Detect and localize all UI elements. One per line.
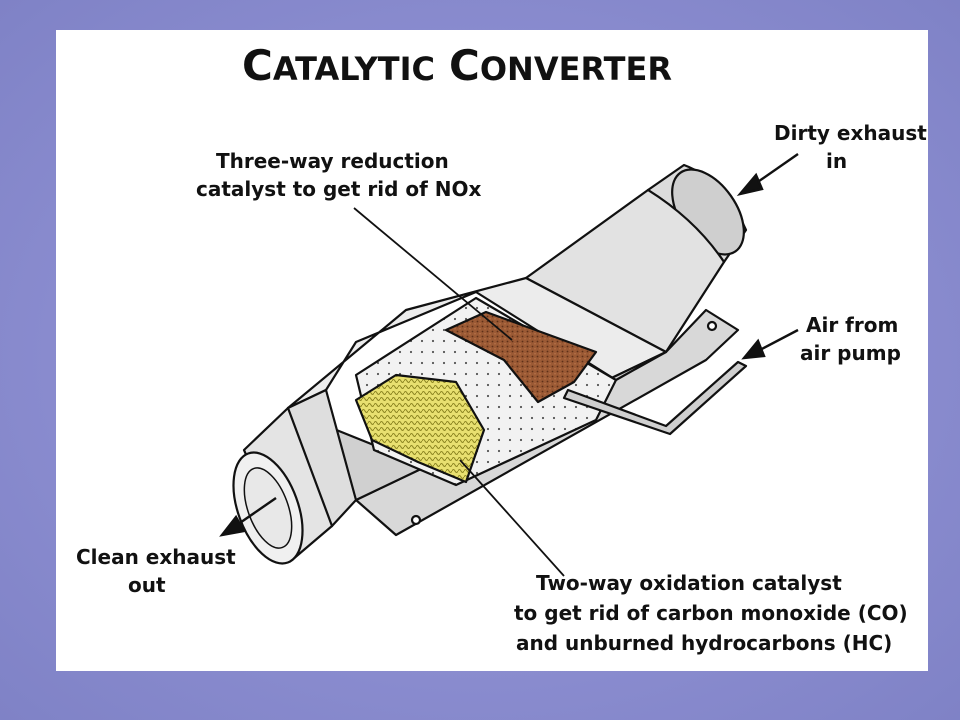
arrow-air-in [741,328,799,360]
reduction-catalyst [444,310,598,404]
label-two-way-line1: Two-way oxidation catalyst [536,571,842,595]
label-dirty-exhaust-line1: Dirty exhaust [774,121,927,145]
label-three-way-line1: Three-way reduction [216,149,449,173]
leader-three-way [353,207,513,341]
title-first-initial: C [242,41,273,90]
label-two-way: Two-way oxidation catalyst to get rid of… [514,571,908,655]
label-two-way-line2: to get rid of carbon monoxide (CO) [514,601,908,625]
label-three-way: Three-way reduction catalyst to get rid … [196,149,482,201]
title-second-rest: ONVERTER [480,50,672,88]
label-two-way-line3: and unburned hydrocarbons (HC) [516,631,892,655]
arrow-dirty-in [736,153,799,196]
title-second-initial: C [449,41,480,90]
leader-lines [353,207,565,577]
arrow-clean-out [219,497,277,537]
title-first-rest: ATALYTIC [273,50,435,88]
leader-two-way [459,459,565,577]
label-air-pump-line2: air pump [800,341,901,365]
arrows [219,153,799,537]
label-air-pump: Air from air pump [800,313,901,365]
label-clean-exhaust-line1: Clean exhaust [76,545,236,569]
label-three-way-line2: catalyst to get rid of NOx [196,177,482,201]
air-pipe [562,360,748,436]
label-dirty-exhaust: Dirty exhaust in [774,121,927,173]
label-air-pump-line1: Air from [806,313,898,337]
label-clean-exhaust: Clean exhaust out [76,545,236,597]
oxidation-catalyst [354,373,486,484]
label-dirty-exhaust-line2: in [826,149,847,173]
label-clean-exhaust-line2: out [128,573,166,597]
converter-body [232,163,748,565]
inlet-cone [524,188,726,354]
